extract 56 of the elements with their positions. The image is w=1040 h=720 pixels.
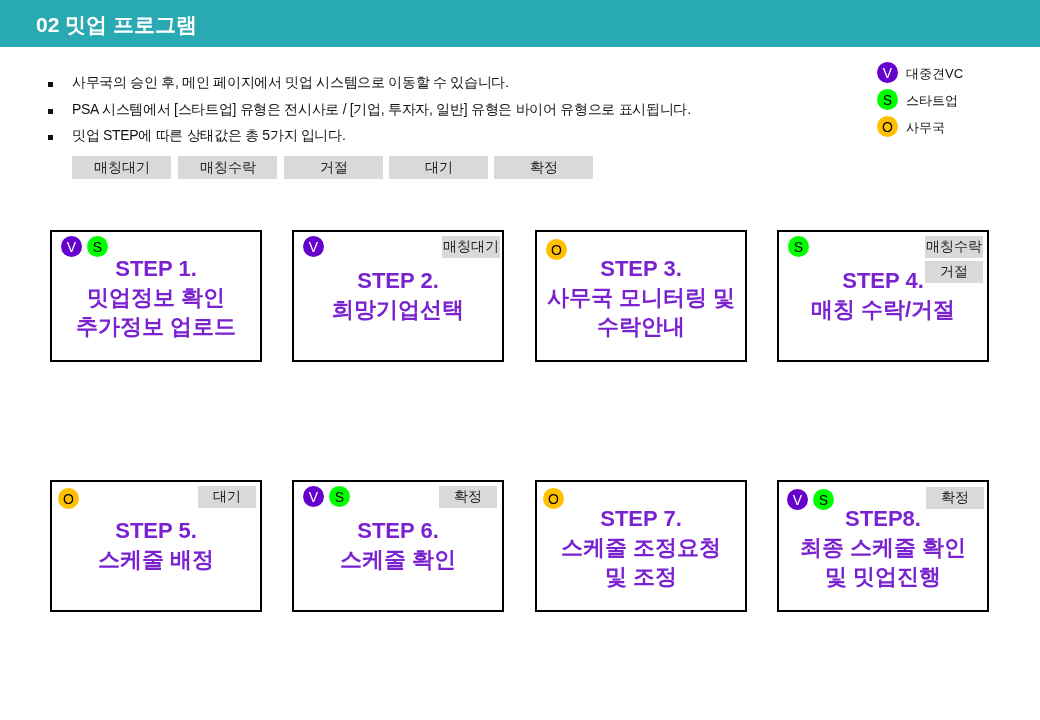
step-title: 스케줄 조정요청 및 조정 <box>559 534 723 591</box>
step-number: STEP 4. <box>842 267 924 295</box>
role-badge: S <box>788 236 809 257</box>
bullet-text: PSA 시스템에서 [스타트업] 유형은 전시사로 / [기업, 투자자, 일반] 유형은 바이어 유형으로 표시됩니다. <box>72 101 691 119</box>
legend-swatch: O <box>877 116 898 137</box>
legend-text: 사무국 <box>906 119 945 137</box>
step-box <box>535 480 747 612</box>
role-badge: V <box>787 489 808 510</box>
step-title: 사무국 모니터링 및 수락안내 <box>546 284 736 341</box>
legend-text: 스타트업 <box>906 92 958 110</box>
status-chip: 거절 <box>284 156 383 179</box>
step-box <box>292 230 504 362</box>
step-box <box>777 480 989 612</box>
step-title: 스케줄 확인 <box>339 546 457 574</box>
step-number: STEP8. <box>845 505 921 533</box>
status-tag: 매칭수락 <box>925 236 983 258</box>
role-badge: S <box>813 489 834 510</box>
step-number: STEP 7. <box>600 505 682 533</box>
step-box <box>777 230 989 362</box>
role-badge: S <box>87 236 108 257</box>
status-chip: 매칭수락 <box>178 156 277 179</box>
step-box <box>292 480 504 612</box>
status-tag: 매칭대기 <box>442 236 500 258</box>
status-chip: 확정 <box>494 156 593 179</box>
legend-text: 대중견VC <box>906 65 964 83</box>
legend-swatch: S <box>877 89 898 110</box>
status-tag: 확정 <box>926 487 984 509</box>
status-tag: 거절 <box>925 261 983 283</box>
bullet-text: 밋업 STEP에 따른 상태값은 총 5가지 입니다. <box>72 127 346 145</box>
step-number: STEP 2. <box>357 267 439 295</box>
role-badge: O <box>543 488 564 509</box>
page-title: 02 밋업 프로그램 <box>36 12 198 38</box>
step-title: 밋업정보 확인 추가정보 업로드 <box>74 284 238 341</box>
step-number: STEP 3. <box>600 255 682 283</box>
status-tag: 확정 <box>439 486 497 508</box>
step-box <box>50 480 262 612</box>
step-box <box>50 230 262 362</box>
step-title: 스케줄 배정 <box>97 546 215 574</box>
role-badge: O <box>58 488 79 509</box>
step-box <box>535 230 747 362</box>
step-number: STEP 1. <box>115 255 197 283</box>
status-chip: 대기 <box>389 156 488 179</box>
role-badge: V <box>303 236 324 257</box>
role-badge: V <box>303 486 324 507</box>
step-title: 희망기업선택 <box>332 296 464 324</box>
bullet-text: 사무국의 승인 후, 메인 페이지에서 밋업 시스템으로 이동할 수 있습니다. <box>72 74 509 92</box>
step-title: 최종 스케줄 확인 및 밋업진행 <box>798 534 968 591</box>
status-chip: 매칭대기 <box>72 156 171 179</box>
role-badge: O <box>546 239 567 260</box>
role-badge: V <box>61 236 82 257</box>
legend-swatch: V <box>877 62 898 83</box>
step-number: STEP 6. <box>357 517 439 545</box>
status-tag: 대기 <box>198 486 256 508</box>
step-number: STEP 5. <box>115 517 197 545</box>
step-title: 매칭 수락/거절 <box>810 296 956 324</box>
role-badge: S <box>329 486 350 507</box>
